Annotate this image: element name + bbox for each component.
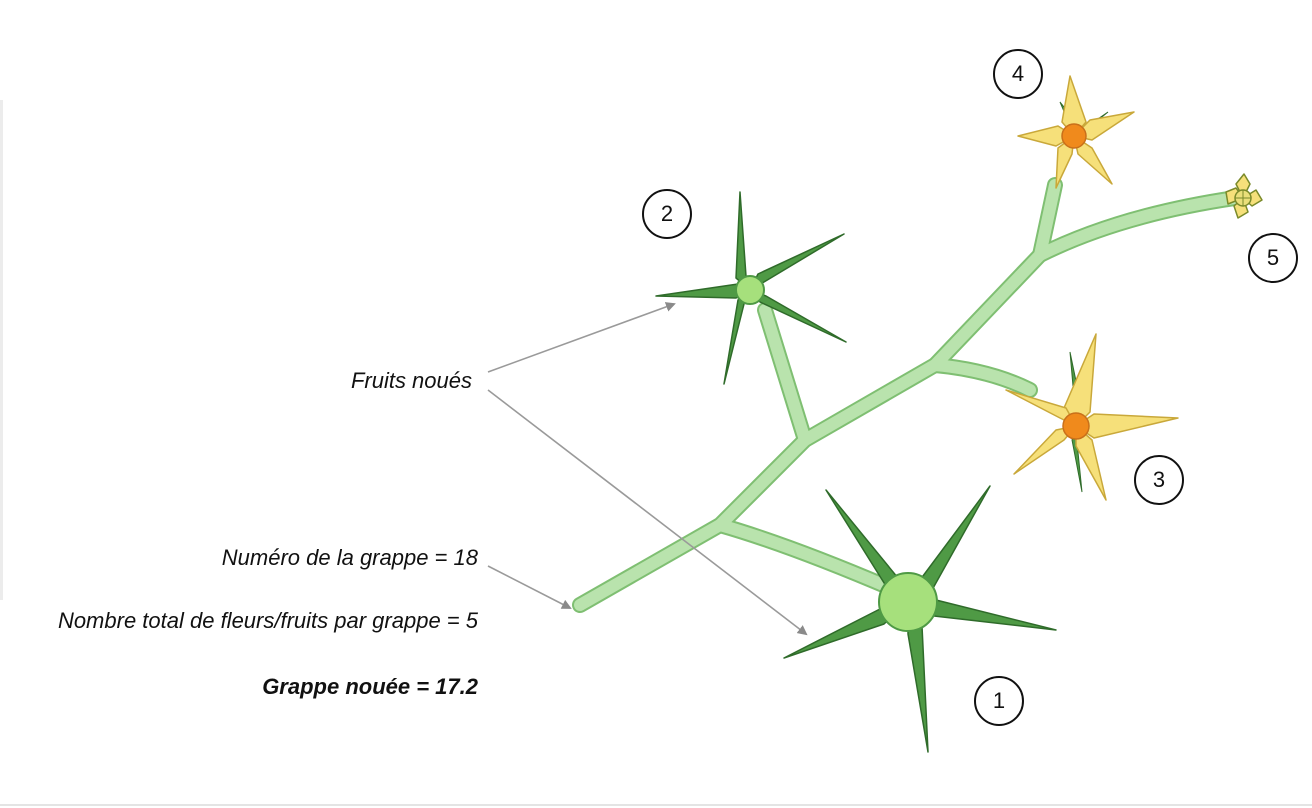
arrow-to-fruit-1 (487, 389, 808, 636)
truss-stems (572, 177, 1243, 613)
pointer-arrows (487, 302, 808, 636)
bottom-divider (0, 804, 1312, 806)
label-nombre-total: Nombre total de fleurs/fruits par grappe… (57, 608, 478, 633)
label-numero-grappe: Numéro de la grappe = 18 (221, 545, 478, 570)
arrow-to-stem-base (487, 565, 572, 609)
marker-3: 3 (1134, 455, 1184, 505)
label-fruits-noues: Fruits noués (350, 368, 472, 393)
fruit-set-1 (783, 485, 1057, 753)
label-grappe-nouee: Grappe nouée = 17.2 (262, 674, 478, 699)
flower-center-icon (1061, 123, 1087, 149)
flower-4 (1017, 75, 1135, 189)
yellow-flower-icon (1017, 75, 1135, 189)
flower-3 (1005, 333, 1179, 501)
marker-5: 5 (1248, 233, 1298, 283)
fruit-icon (735, 275, 765, 305)
left-edge-divider (0, 100, 3, 600)
stem-fill (574, 179, 1241, 611)
marker-1: 1 (974, 676, 1024, 726)
flower-bud-5 (1225, 173, 1263, 219)
fruit-icon (878, 572, 938, 632)
fruit-set-2 (655, 191, 847, 385)
flower-center-icon (1062, 412, 1090, 440)
marker-4: 4 (993, 49, 1043, 99)
marker-2: 2 (642, 189, 692, 239)
arrow-to-fruit-2 (487, 302, 676, 373)
